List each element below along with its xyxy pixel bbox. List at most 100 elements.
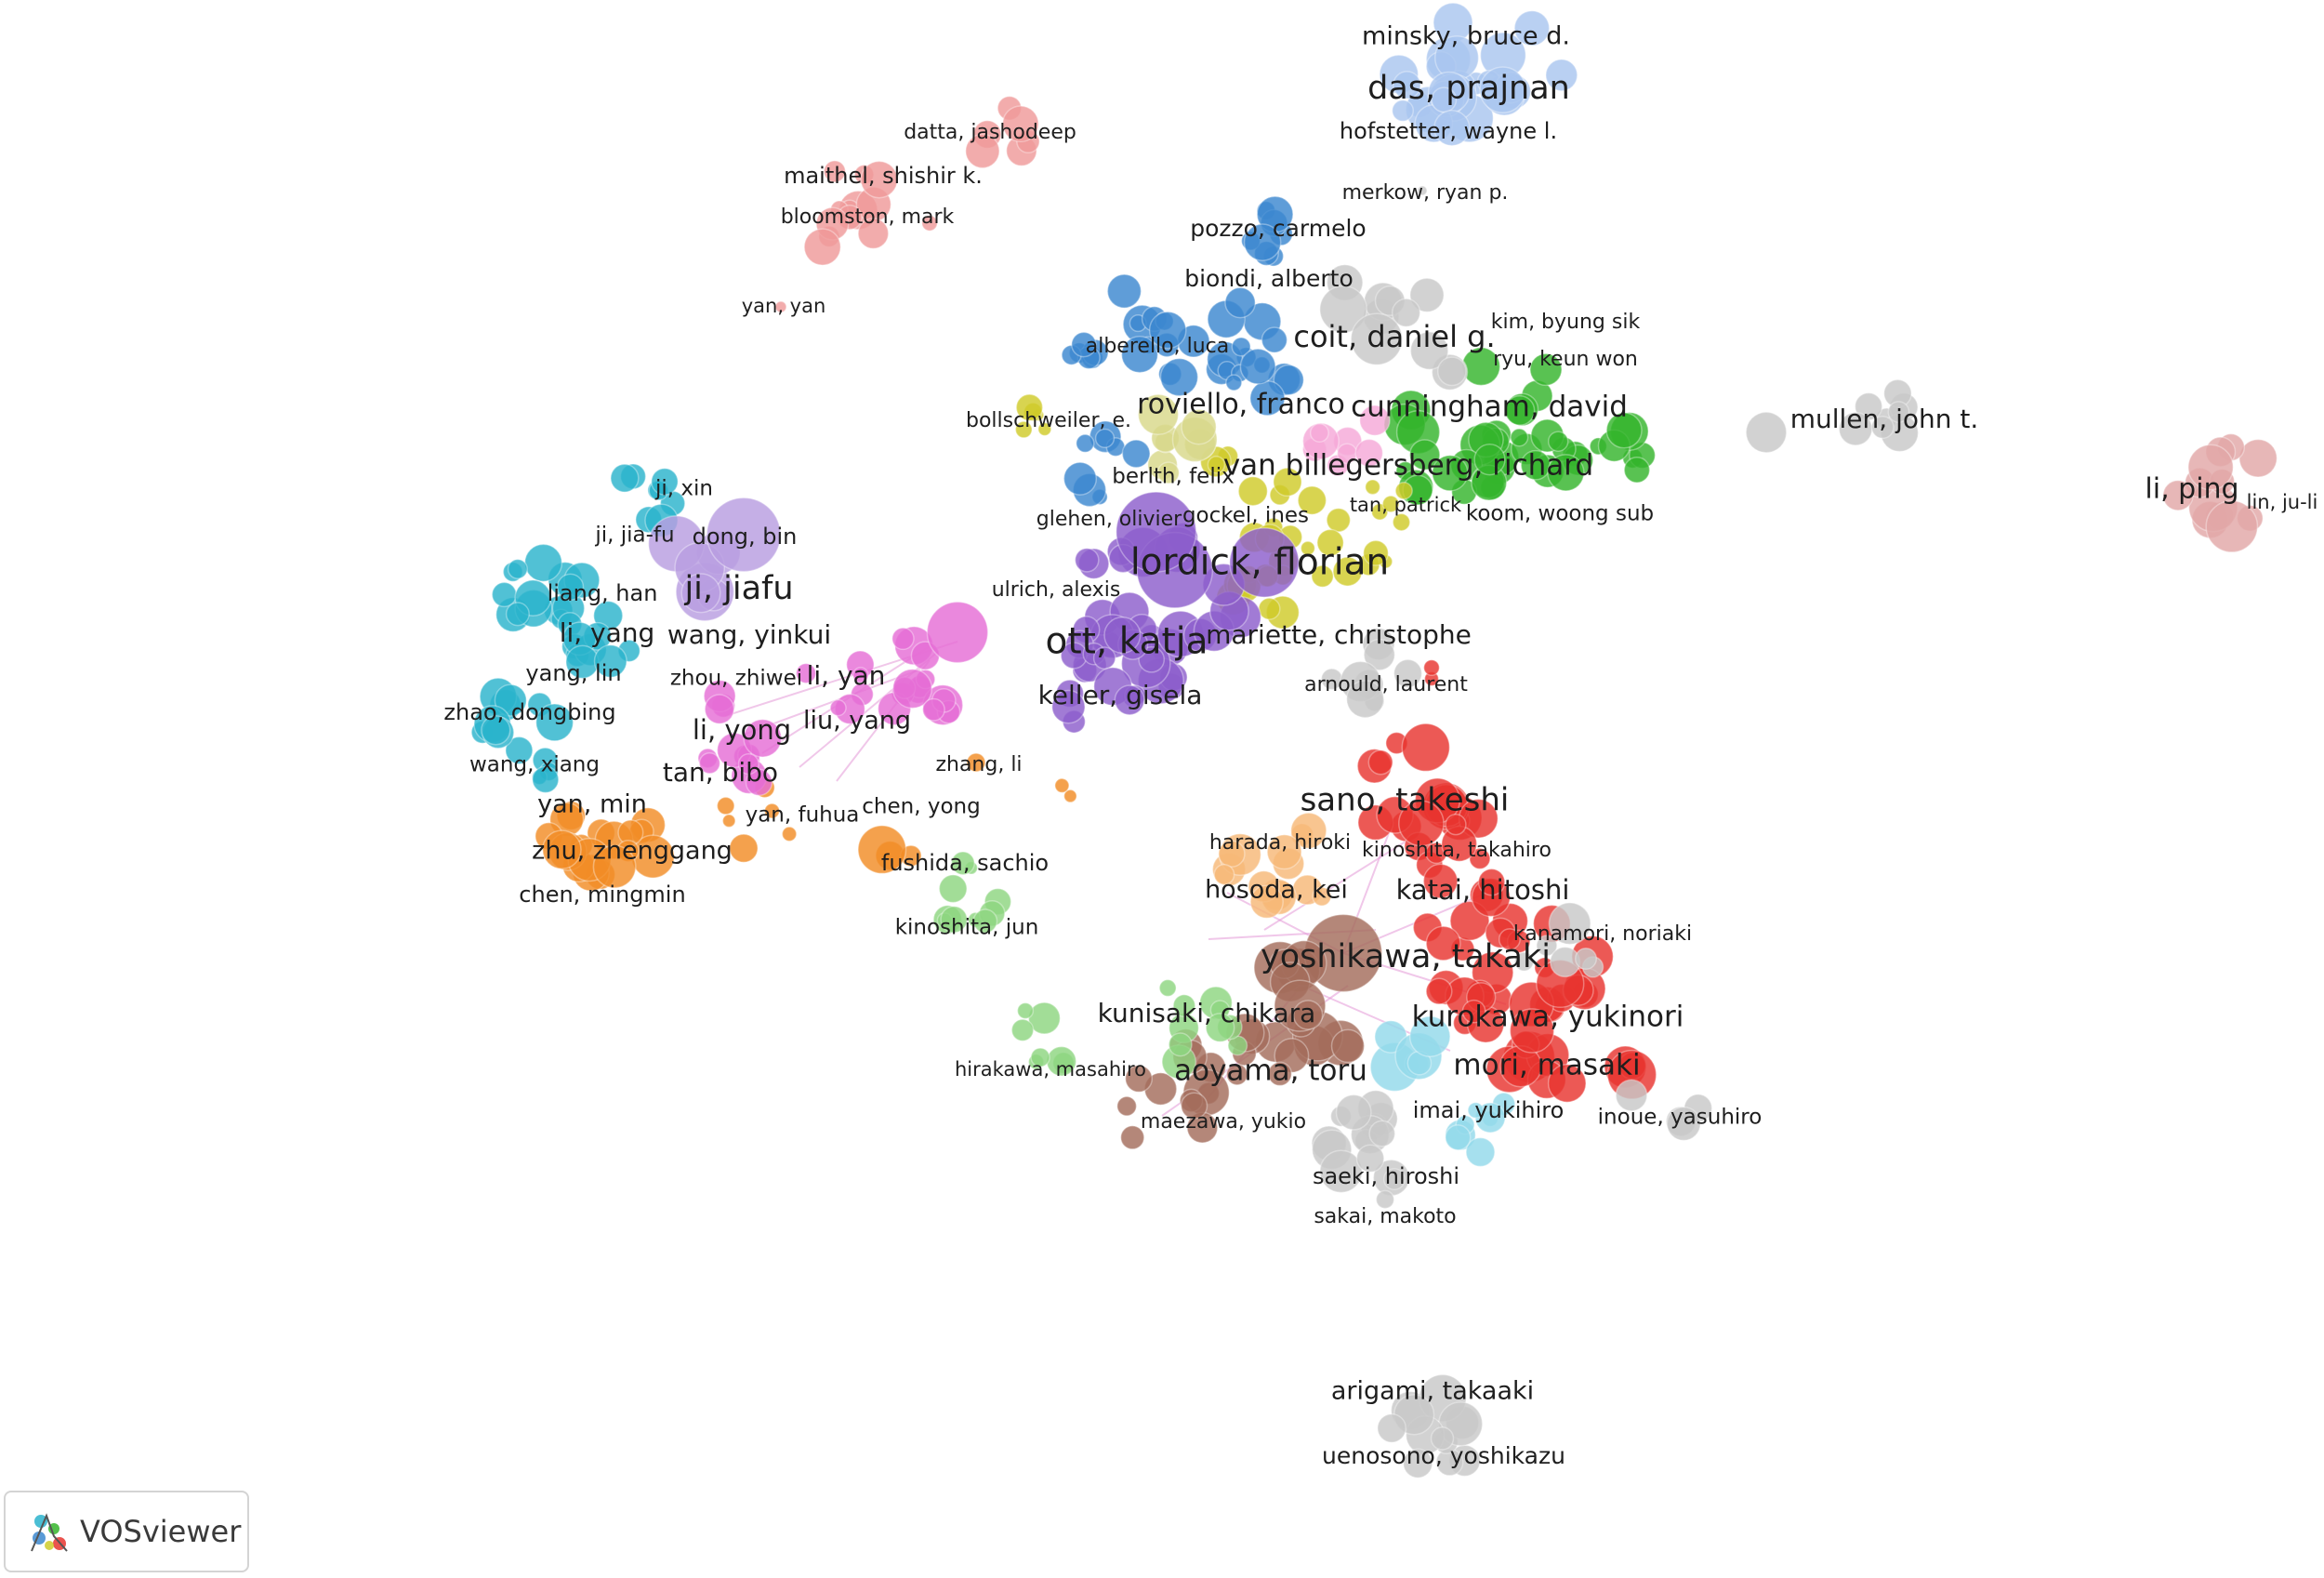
network-node[interactable] [1074,547,1100,573]
author-label[interactable]: zhou, zhiwei [670,667,802,691]
author-label[interactable]: ulrich, alexis [992,578,1121,602]
network-node[interactable] [1010,1018,1035,1042]
network-node[interactable] [523,543,563,582]
network-node[interactable] [1359,404,1391,436]
network-node[interactable] [1504,394,1536,426]
author-label[interactable]: coit, daniel g. [1293,319,1495,354]
network-node[interactable] [1409,277,1445,313]
network-node[interactable] [1239,348,1276,385]
network-node[interactable] [940,905,969,934]
network-node[interactable] [966,752,986,773]
network-node[interactable] [1290,812,1327,850]
network-node[interactable] [1422,863,1459,899]
network-node[interactable] [610,463,640,493]
author-label[interactable]: wang, yinkui [667,619,831,650]
network-node[interactable] [1623,457,1651,484]
network-node[interactable] [1273,467,1302,497]
author-label[interactable]: bollschweiler, e. [966,409,1131,432]
author-label[interactable]: mariette, christophe [1206,619,1472,650]
author-label[interactable]: mullen, john t. [1790,404,1979,434]
network-node[interactable] [891,627,915,651]
network-node[interactable] [593,643,627,679]
network-node[interactable] [1445,1124,1472,1151]
network-node[interactable] [1205,1013,1235,1043]
network-node[interactable] [1273,364,1305,396]
author-label[interactable]: alberello, luca [1086,335,1230,358]
author-label[interactable]: hirakawa, masahiro [955,1058,1146,1081]
network-node[interactable] [1037,421,1052,437]
author-label[interactable]: maezawa, yukio [1141,1110,1306,1134]
network-node[interactable] [1001,105,1039,143]
network-node[interactable] [1180,1092,1208,1120]
network-node[interactable] [926,601,989,664]
author-label[interactable]: ryu, keun won [1493,348,1638,371]
network-node[interactable] [1148,311,1187,350]
network-node[interactable] [1316,528,1344,557]
network-node[interactable] [1433,110,1471,147]
author-label[interactable]: pozzo, carmelo [1190,215,1366,242]
network-node[interactable] [729,833,759,864]
author-label[interactable]: biondi, alberto [1184,265,1353,292]
network-node[interactable] [481,715,511,746]
author-label[interactable]: ji, xin [654,477,713,501]
network-node[interactable] [1350,312,1404,365]
network-node[interactable] [1319,1149,1363,1194]
network-node[interactable] [1326,507,1352,533]
network-node[interactable] [1409,331,1449,370]
network-node[interactable] [1121,439,1151,469]
author-label[interactable]: lordick, florian [1130,542,1389,584]
author-label[interactable]: ji, jiafu [683,570,793,607]
network-node[interactable] [1432,455,1469,492]
network-node[interactable] [1368,1120,1396,1147]
network-node[interactable] [1076,433,1095,454]
network-node[interactable] [1398,800,1445,847]
network-node[interactable] [1391,99,1415,123]
network-node[interactable] [1605,412,1643,449]
author-label[interactable]: merkow, ryan p. [1342,181,1509,205]
network-node[interactable] [706,497,782,573]
network-node[interactable] [1417,185,1428,196]
network-node[interactable] [1479,66,1526,113]
network-node[interactable] [1218,840,1246,868]
network-node[interactable] [1229,527,1300,598]
network-node[interactable] [1375,1189,1395,1210]
network-node[interactable] [1266,833,1302,870]
network-node[interactable] [1330,1028,1366,1064]
network-node[interactable] [1529,352,1563,387]
network-node[interactable] [891,668,933,709]
network-node[interactable] [1249,884,1284,920]
network-node[interactable] [857,825,907,875]
network-node[interactable] [1063,789,1077,803]
network-node[interactable] [1181,408,1217,445]
network-node[interactable] [1391,298,1421,327]
author-label[interactable]: kunisaki, chikara [1098,998,1316,1028]
network-node[interactable] [1547,431,1569,452]
network-node[interactable] [1392,512,1411,532]
network-node[interactable] [556,573,585,601]
network-node[interactable] [1363,638,1396,671]
network-node[interactable] [721,814,736,829]
network-node[interactable] [1477,868,1506,896]
network-node[interactable] [1297,485,1327,515]
network-node[interactable] [1465,1136,1496,1168]
network-node[interactable] [1408,439,1441,471]
author-label[interactable]: roviello, franco [1137,389,1345,421]
network-node[interactable] [1408,1015,1451,1057]
author-label[interactable]: minsky, bruce d. [1362,22,1570,51]
network-node[interactable] [1393,71,1421,99]
author-label[interactable]: li, yong [693,714,791,746]
network-node[interactable] [1362,539,1390,566]
network-node[interactable] [1120,336,1159,374]
author-label[interactable]: yoshikawa, takaki [1261,938,1551,975]
network-node[interactable] [1309,423,1329,443]
network-node[interactable] [743,718,783,758]
network-node[interactable] [1051,689,1086,724]
network-node[interactable] [1513,9,1551,46]
network-node[interactable] [1063,461,1098,496]
network-node[interactable] [1054,777,1070,794]
network-node[interactable] [1292,1000,1324,1030]
network-node[interactable] [1354,438,1384,468]
author-label[interactable]: datta, jashodeep [904,121,1076,144]
author-label[interactable]: li, yang [560,617,655,648]
network-node[interactable] [972,908,998,934]
